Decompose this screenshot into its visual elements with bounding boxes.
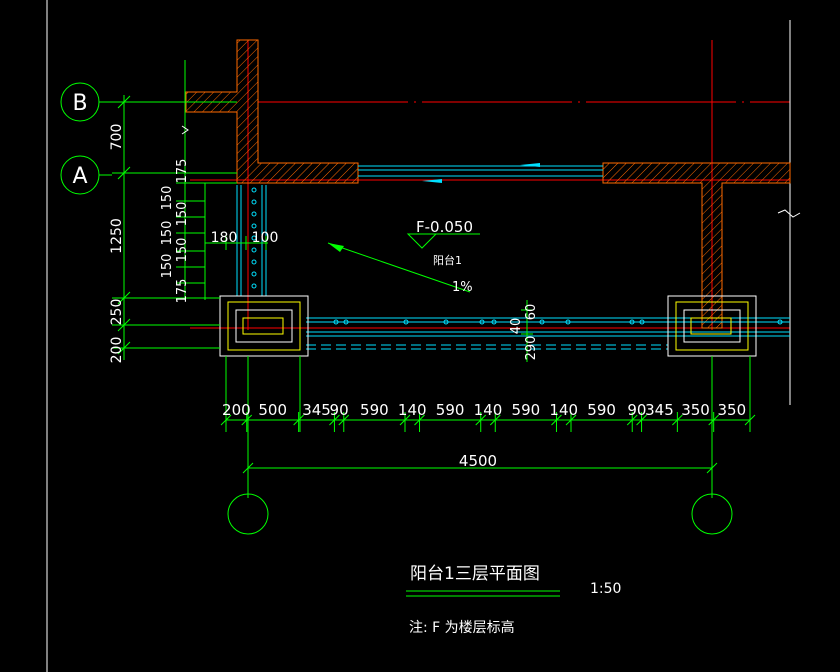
axis-bubble-b: B <box>60 82 100 122</box>
bottom-dimension-ticks <box>220 412 756 432</box>
axis-bubble-1 <box>227 493 269 535</box>
level-value: F-0.050 <box>416 218 473 236</box>
dim-150-2: 150 <box>175 202 190 227</box>
bottom-dim-text-10: 590 <box>587 401 616 419</box>
dim-150-5: 150 <box>160 254 175 279</box>
bottom-dim-text-13: 350 <box>681 401 710 419</box>
wall-hatch <box>185 39 791 329</box>
column-base-right <box>667 295 757 357</box>
dim-175-top: 175 <box>175 159 190 184</box>
bottom-dim-text-12: 345 <box>645 401 674 419</box>
dim-100: 100 <box>252 230 279 246</box>
right-dims: 40 290 60 <box>509 300 539 362</box>
bottom-dim-text-11: 90 <box>627 401 646 419</box>
dim-150-1: 150 <box>160 186 175 211</box>
left-dimension-texts: 700 1250 250 200 175 150 150 150 150 150… <box>109 124 278 364</box>
bottom-dim-text-3: 90 <box>330 401 349 419</box>
drawing-scale: 1:50 <box>590 581 621 597</box>
pipe-dots <box>251 187 783 325</box>
left-dimension-lines <box>112 60 268 360</box>
bottom-dimension-lines <box>225 356 751 498</box>
dim-total-4500: 4500 <box>459 452 497 470</box>
dim-1250: 1250 <box>109 218 125 254</box>
dim-150-4: 150 <box>175 238 190 263</box>
slope-line <box>327 242 471 293</box>
column-base-left <box>219 295 309 357</box>
bottom-dim-text-0: 200 <box>222 401 251 419</box>
axis-bubble-a: A <box>60 155 100 195</box>
title-block: 阳台1三层平面图 1:50 注: F 为楼层标高 <box>406 564 621 636</box>
bottom-dim-text-14: 350 <box>718 401 747 419</box>
dim-700: 700 <box>109 124 125 151</box>
axis-label-a: A <box>72 164 87 189</box>
room-label: 阳台1 <box>433 253 462 267</box>
level-mark: F-0.050 阳台1 1% <box>327 218 480 295</box>
slope-value: 1% <box>452 280 473 295</box>
dim-60: 60 <box>524 304 539 321</box>
right-outline <box>777 20 801 405</box>
dim-150-3: 150 <box>160 221 175 246</box>
dim-290: 290 <box>524 336 539 361</box>
dim-40: 40 <box>509 318 524 335</box>
dim-250: 250 <box>109 299 125 326</box>
bottom-dim-text-7: 140 <box>474 401 503 419</box>
bottom-dim-text-6: 590 <box>436 401 465 419</box>
axis-label-b: B <box>72 91 87 116</box>
bottom-dim-text-9: 140 <box>549 401 578 419</box>
dim-175-bottom: 175 <box>175 279 190 304</box>
bottom-dim-text-4: 590 <box>360 401 389 419</box>
dim-200: 200 <box>109 337 125 364</box>
dim-180: 180 <box>211 230 238 246</box>
axis-lines <box>190 40 790 330</box>
bottom-dim-text-5: 140 <box>398 401 427 419</box>
slope-arrow <box>328 243 344 252</box>
axis-bubble-2 <box>691 493 733 535</box>
drawing-title: 阳台1三层平面图 <box>410 564 540 584</box>
bottom-dim-text-8: 590 <box>512 401 541 419</box>
drawing-note: 注: F 为楼层标高 <box>409 619 515 636</box>
bottom-dim-text-2: 345 <box>302 401 331 419</box>
bottom-dim-text-1: 500 <box>258 401 287 419</box>
pipe-arrows <box>422 163 540 183</box>
